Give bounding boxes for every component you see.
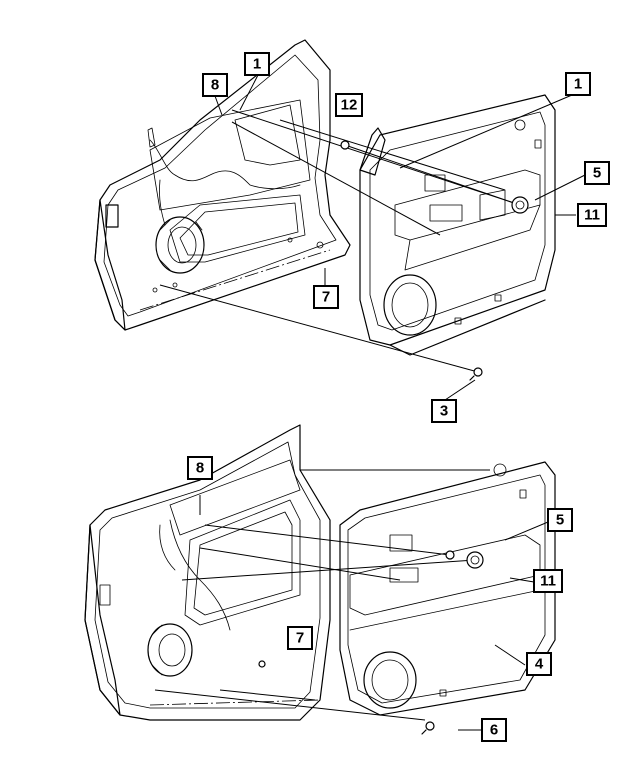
svg-text:12: 12 <box>341 97 358 114</box>
callout-6-rear: 6 <box>481 718 507 742</box>
front-door-assembly <box>94 39 351 331</box>
rear-speaker-icon <box>147 623 193 677</box>
svg-text:5: 5 <box>556 512 564 529</box>
svg-text:8: 8 <box>211 77 219 94</box>
front-speaker-icon <box>155 216 205 274</box>
svg-text:6: 6 <box>490 722 498 739</box>
callout-1-front-left: 1 <box>244 52 270 76</box>
callout-7-rear: 7 <box>287 626 313 650</box>
svg-text:1: 1 <box>253 56 261 73</box>
svg-text:8: 8 <box>196 460 204 477</box>
front-speaker-grille-icon <box>383 274 437 336</box>
callout-11-front: 11 <box>577 203 607 227</box>
callout-8-rear: 8 <box>187 456 213 480</box>
callout-8-front: 8 <box>202 73 228 97</box>
front-trim-panel <box>359 94 556 356</box>
callout-4-rear: 4 <box>526 652 552 676</box>
svg-text:11: 11 <box>584 207 600 224</box>
svg-text:3: 3 <box>440 403 448 420</box>
rear-leader-lines <box>154 469 549 731</box>
svg-text:11: 11 <box>540 573 556 590</box>
callout-5-front: 5 <box>584 161 610 185</box>
callout-5-rear: 5 <box>547 508 573 532</box>
svg-text:4: 4 <box>535 656 544 673</box>
svg-text:7: 7 <box>322 289 330 306</box>
rear-speaker-grille-icon <box>363 651 417 709</box>
svg-text:1: 1 <box>574 76 582 93</box>
front-leader-lines <box>159 74 586 401</box>
svg-text:5: 5 <box>593 165 601 182</box>
callout-3-front: 3 <box>431 399 457 423</box>
front-fasteners <box>340 140 529 381</box>
svg-text:7: 7 <box>296 630 304 647</box>
callout-7-front: 7 <box>313 285 339 309</box>
rear-door-assembly <box>84 424 331 721</box>
rear-fasteners <box>258 550 484 735</box>
callout-1-front-right: 1 <box>565 72 591 96</box>
rear-trim-panel <box>339 461 556 716</box>
callout-12-front: 12 <box>335 93 363 117</box>
callout-11-rear: 11 <box>533 569 563 593</box>
